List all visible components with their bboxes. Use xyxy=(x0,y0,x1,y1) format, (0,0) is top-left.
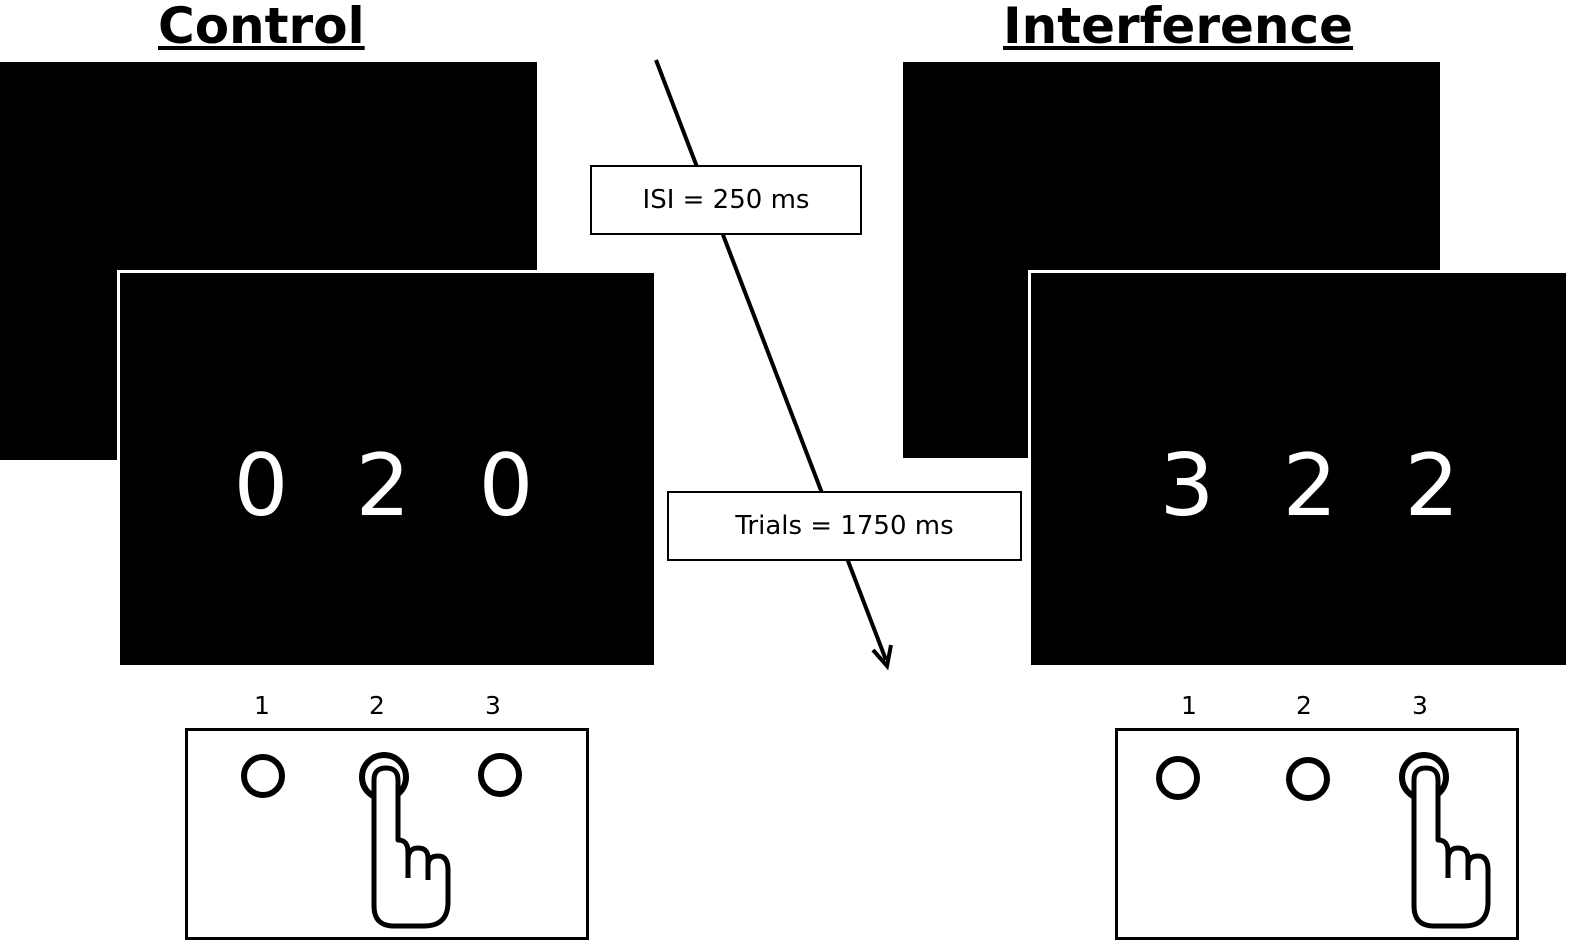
interference-digit-3: 2 xyxy=(1404,436,1460,536)
control-key-number-3: 3 xyxy=(485,691,501,720)
response-button-icon xyxy=(1156,756,1200,800)
pointing-hand-icon xyxy=(1414,768,1488,926)
control-digit-1: 0 xyxy=(233,436,289,536)
interference-key-number-1: 1 xyxy=(1181,691,1197,720)
control-digit-3: 0 xyxy=(478,436,534,536)
isi-label: ISI = 250 ms xyxy=(642,185,810,215)
control-key-number-2: 2 xyxy=(369,691,385,720)
interference-digit-1: 3 xyxy=(1159,436,1215,536)
interference-key-number-2: 2 xyxy=(1296,691,1312,720)
control-stimulus-screen xyxy=(117,270,657,668)
interference-digit-2: 2 xyxy=(1282,436,1338,536)
pointing-hand-icon xyxy=(374,768,448,926)
control-digit-2: 2 xyxy=(355,436,411,536)
isi-label-box: ISI = 250 ms xyxy=(590,165,862,235)
response-button-icon xyxy=(478,753,522,797)
trials-label: Trials = 1750 ms xyxy=(735,511,954,541)
interference-stimulus-screen xyxy=(1028,270,1569,668)
interference-title: Interference xyxy=(1003,0,1354,55)
control-key-number-1: 1 xyxy=(254,691,270,720)
interference-key-number-3: 3 xyxy=(1412,691,1428,720)
response-button-icon xyxy=(241,754,285,798)
control-title: Control xyxy=(158,0,365,55)
trials-label-box: Trials = 1750 ms xyxy=(667,491,1022,561)
response-button-icon xyxy=(1286,757,1330,801)
